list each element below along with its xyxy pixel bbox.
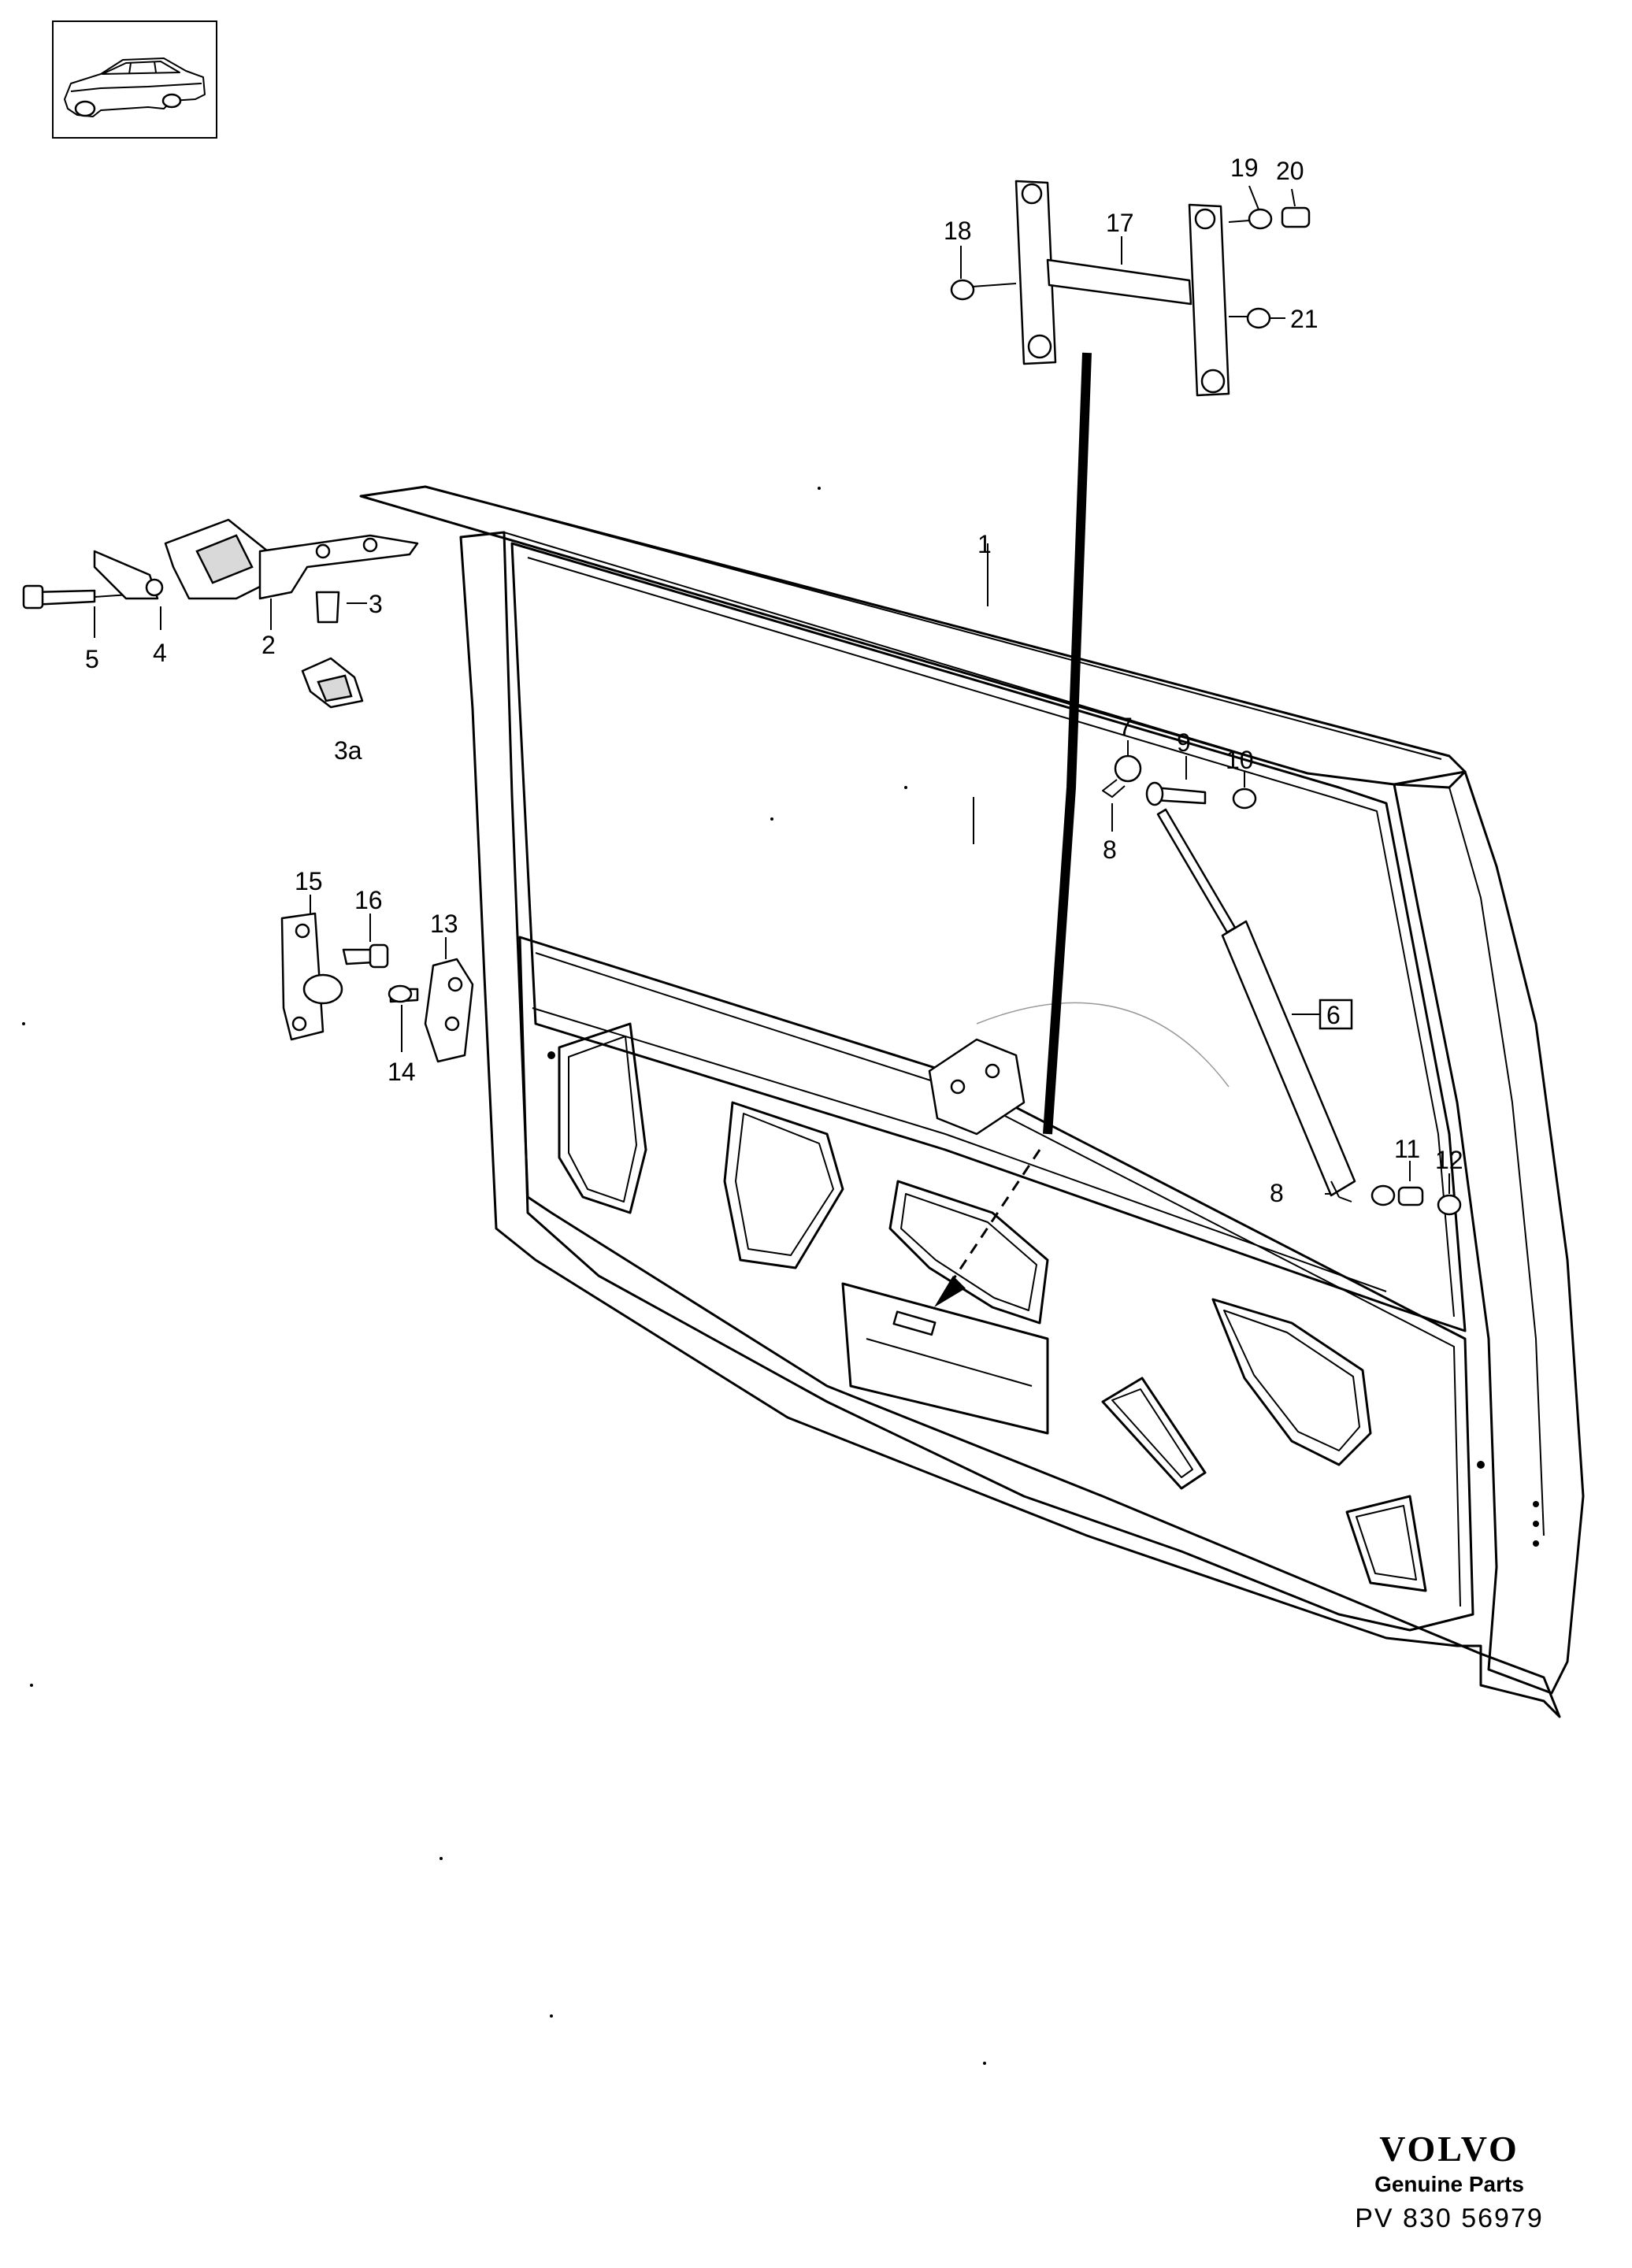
callout-11: 11 — [1394, 1135, 1420, 1163]
callout-6: 6 — [1326, 1001, 1341, 1029]
scan-specks — [22, 487, 986, 2065]
gas-strut-assembly — [1102, 754, 1462, 1216]
callout-21: 21 — [1290, 305, 1319, 333]
callout-4: 4 — [153, 639, 167, 667]
callout-19: 19 — [1230, 154, 1259, 182]
sedan-car-icon — [64, 57, 206, 117]
volvo-logo: VOLVO — [1379, 2129, 1519, 2169]
callout-leaders — [94, 185, 1450, 1195]
callout-5: 5 — [85, 645, 99, 673]
callout-10: 10 — [1226, 746, 1254, 774]
arrow-head-icon — [934, 1276, 966, 1307]
leader-dashed — [944, 1149, 1041, 1292]
diagram-code: PV 830 56979 — [1355, 2203, 1544, 2233]
callout-2: 2 — [261, 631, 276, 659]
callout-14: 14 — [388, 1058, 416, 1086]
hinge-assembly — [950, 180, 1311, 397]
callout-9: 9 — [1177, 728, 1191, 757]
callout-8a: 8 — [1103, 836, 1117, 864]
callout-box-6 — [1319, 999, 1353, 1030]
callout-20: 20 — [1276, 157, 1304, 185]
callout-8b: 8 — [1270, 1179, 1284, 1207]
callout-13: 13 — [430, 910, 458, 938]
weatherstrip-seal — [1043, 352, 1092, 1135]
callout-3: 3 — [369, 590, 383, 618]
callout-17: 17 — [1106, 209, 1134, 237]
striker-assembly — [280, 912, 474, 1063]
callout-16: 16 — [354, 886, 383, 914]
callout-7: 7 — [1118, 713, 1133, 741]
genuine-parts-label: Genuine Parts — [1374, 2172, 1524, 2196]
callout-18: 18 — [944, 217, 972, 245]
lock-assembly — [22, 518, 419, 709]
callout-1: 1 — [977, 530, 992, 558]
vehicle-thumbnail — [52, 20, 217, 139]
callout-15: 15 — [295, 867, 323, 895]
callout-12: 12 — [1435, 1146, 1463, 1174]
tailgate-panel — [359, 485, 1585, 1718]
callout-3a: 3a — [334, 736, 362, 765]
